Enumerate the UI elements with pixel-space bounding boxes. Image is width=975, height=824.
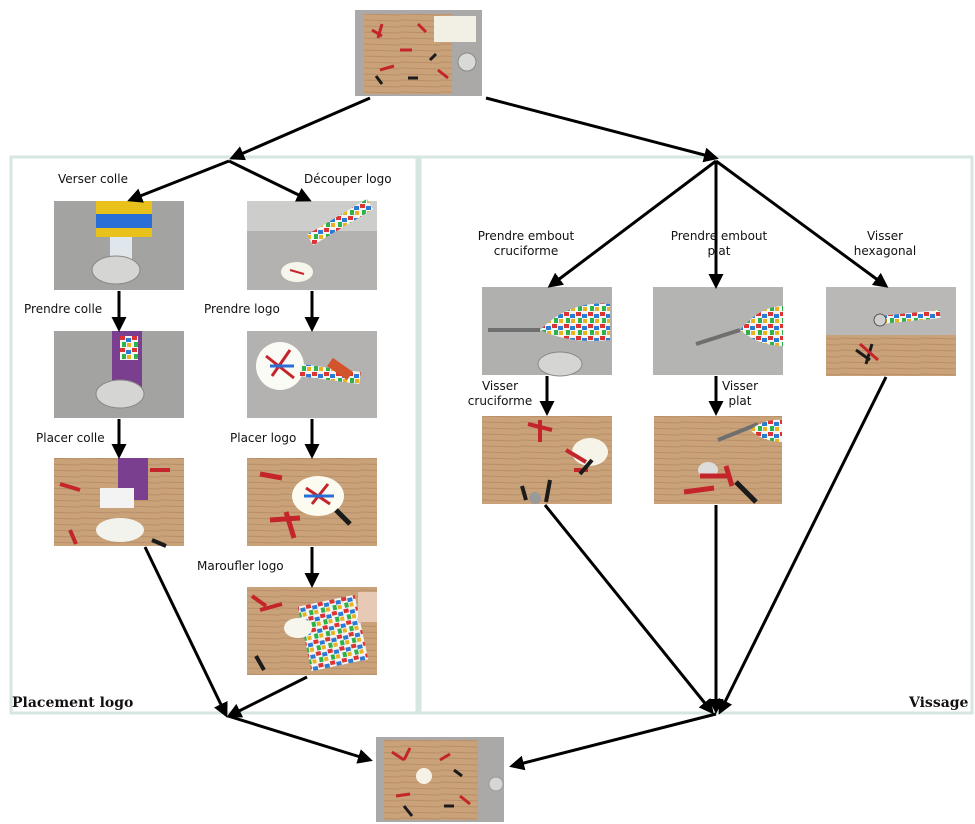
photo-placer-colle: [54, 458, 184, 548]
label-decouper-logo: Découper logo: [304, 172, 392, 186]
arrow-maroufler-to-merge: [226, 675, 308, 718]
label-maroufler-logo: Maroufler logo: [197, 559, 284, 573]
label-placer-colle: Placer colle: [36, 431, 105, 445]
photo-visser-plat: [654, 416, 782, 504]
photo-prendre-embout-cruciforme: [482, 287, 612, 377]
arrow-split-to-hexagonal: [715, 159, 889, 288]
arrow-placer-colle-to-merge: [143, 546, 228, 718]
arrows: [111, 96, 889, 771]
photo-verser-colle: [54, 201, 184, 290]
label-placer-logo: Placer logo: [230, 431, 297, 445]
label-prendre-logo: Prendre logo: [204, 302, 280, 316]
vissage-panel: [418, 155, 974, 715]
photo-visser-hexagonal: [826, 287, 956, 376]
arrow-split-to-verser-colle: [127, 159, 230, 203]
photo-prendre-logo: [247, 331, 377, 418]
photo-maroufler-logo: [247, 587, 377, 675]
label-visser-hexagonal: Visser hexagonal: [853, 229, 917, 258]
photo-prendre-embout-plat: [653, 287, 783, 375]
photo-placer-logo: [247, 458, 377, 546]
arrow-split-to-decouper-logo: [228, 159, 312, 202]
arrow-start-to-placement: [229, 96, 371, 161]
label-visser-plat: Visser plat: [721, 379, 759, 408]
photo-visser-cruciforme: [482, 416, 612, 504]
arrow-visser-cruciforme-to-merge: [543, 504, 714, 715]
label-prendre-colle: Prendre colle: [24, 302, 103, 316]
section-title-vissage: Vissage: [909, 695, 969, 711]
placement-logo-panel: [9, 155, 419, 715]
arrow-vissage-to-final: [509, 712, 717, 771]
label-visser-cruciforme: Visser cruciforme: [467, 379, 533, 408]
section-title-placement-logo: Placement logo: [12, 695, 134, 711]
photo-decouper-logo: [247, 198, 377, 290]
arrow-split-to-cruciforme: [547, 159, 717, 288]
arrow-placement-to-final: [227, 714, 373, 764]
label-prendre-embout-cruciforme: Prendre embout cruciforme: [477, 229, 575, 258]
photo-prendre-colle: [54, 331, 184, 418]
arrow-start-to-vissage: [485, 96, 719, 163]
arrow-hexagonal-to-merge: [718, 376, 888, 715]
label-verser-colle: Verser colle: [58, 172, 128, 186]
photo-initial-board: [355, 10, 482, 96]
label-prendre-embout-plat: Prendre embout plat: [670, 229, 768, 258]
photo-final-board: [376, 737, 504, 822]
